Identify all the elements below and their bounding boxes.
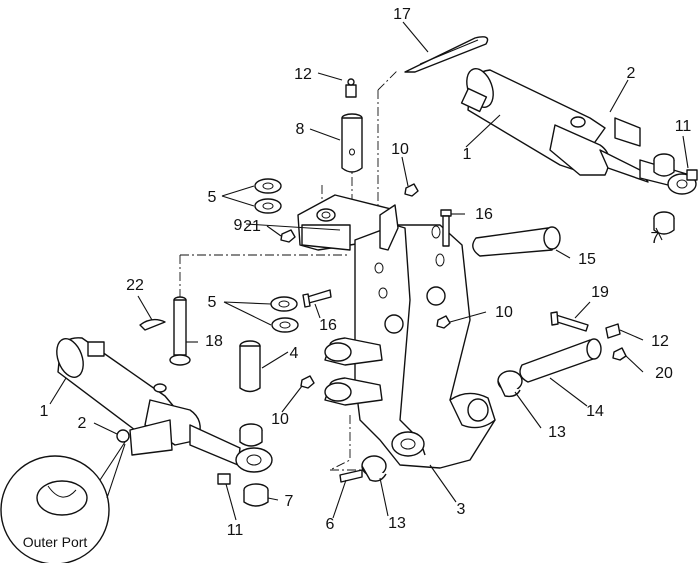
callout-13-right: 13 [548, 424, 566, 441]
bushings-upper [653, 153, 675, 235]
callout-6: 6 [326, 516, 335, 533]
grease-fitting-lower [605, 323, 621, 339]
bolt-16-lower [302, 289, 332, 308]
callout-18: 18 [205, 333, 223, 350]
pivot-pin-8 [341, 113, 363, 173]
callout-12-lower: 12 [651, 333, 669, 350]
callout-16-upper: 16 [475, 206, 493, 223]
callout-3: 3 [457, 501, 466, 518]
callout-20: 20 [655, 365, 673, 382]
callout-22: 22 [126, 277, 144, 294]
bolt-16-upper [440, 209, 452, 247]
pivot-pin-4 [239, 340, 261, 393]
grease-fitting-upper [345, 78, 357, 98]
nut-21 [280, 229, 296, 243]
callout-1-lower: 1 [40, 403, 49, 420]
washers-lower [270, 296, 299, 333]
callout-10-lower: 10 [271, 411, 289, 428]
callout-2-lower: 2 [78, 415, 87, 432]
grease-fitting-11-upper [686, 169, 698, 181]
callout-21: 21 [243, 218, 261, 235]
leader-lines [49, 21, 689, 521]
callout-7-upper: 7 [651, 230, 660, 247]
bolt-19 [550, 311, 589, 332]
callout-19: 19 [591, 284, 609, 301]
outer-port-label: Outer Port [23, 534, 88, 550]
port-plug-lower [116, 429, 130, 443]
lynch-pin [404, 36, 489, 73]
hydraulic-cylinder-upper [460, 68, 697, 195]
callout-5-lower: 5 [208, 294, 217, 311]
callout-11-lower: 11 [227, 522, 244, 539]
callout-1-upper: 1 [463, 146, 472, 163]
washers-upper [254, 178, 282, 214]
bushings-lower [239, 423, 269, 507]
callout-13-lower: 13 [388, 515, 406, 532]
hydraulic-cylinder-lower [56, 337, 273, 473]
callout-2-upper: 2 [627, 65, 636, 82]
grease-fitting-11-lower [217, 473, 231, 485]
callout-12-upper: 12 [294, 66, 312, 83]
bushings-13 [361, 370, 523, 482]
callout-9: 9 [234, 217, 243, 234]
callout-15: 15 [578, 251, 596, 268]
bolt-6 [339, 469, 363, 483]
callout-4: 4 [290, 345, 299, 362]
callout-11-upper: 11 [675, 118, 692, 135]
clevis-pin-18 [139, 296, 191, 366]
callout-14: 14 [586, 403, 604, 420]
main-bracket [297, 194, 496, 469]
callout-7-lower: 7 [285, 493, 294, 510]
callout-17: 17 [393, 6, 411, 23]
callout-10-right: 10 [495, 304, 513, 321]
callout-10-upper: 10 [391, 141, 409, 158]
pivot-pin-14 [519, 338, 602, 383]
callout-8: 8 [296, 121, 305, 138]
outer-port-inset [0, 441, 126, 563]
lock-nuts [300, 183, 451, 389]
callout-5-upper: 5 [208, 189, 217, 206]
callout-labels: 17 12 2 8 11 1 10 5 16 9 21 15 7 22 5 19… [40, 6, 692, 539]
nut-20 [612, 347, 627, 361]
callout-16-lower: 16 [319, 317, 337, 334]
pivot-pin-15 [472, 226, 561, 257]
